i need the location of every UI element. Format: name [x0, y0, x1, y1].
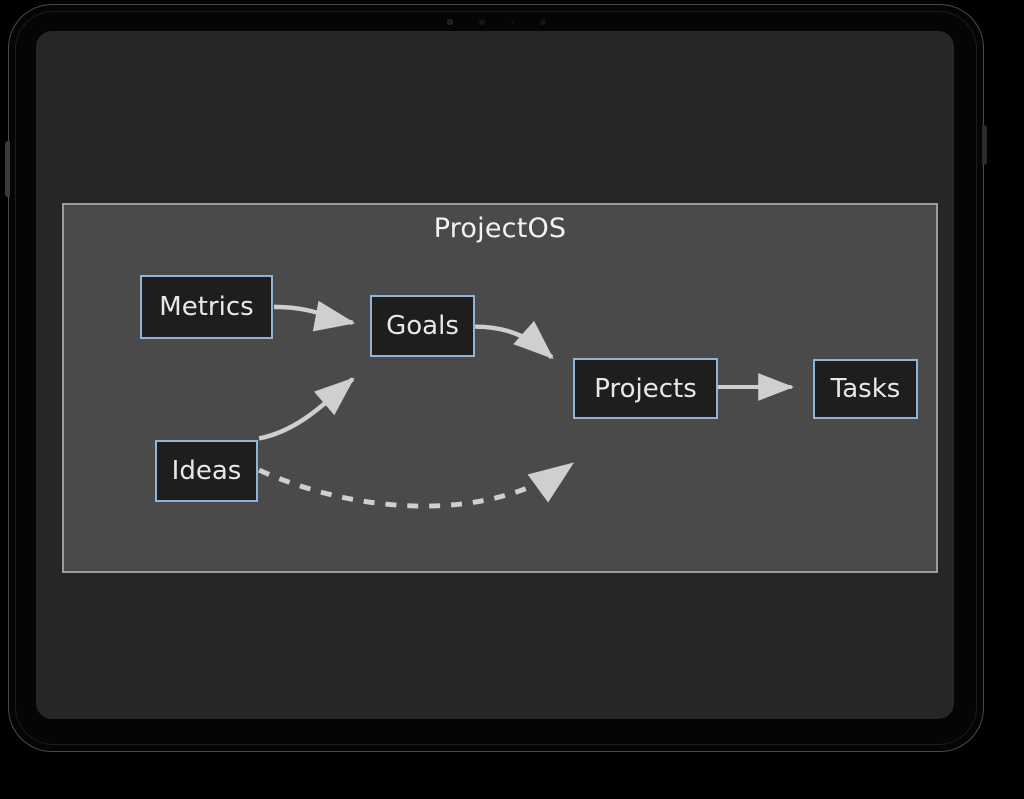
edge-ideas-to-goals: [258, 377, 355, 441]
volume-button[interactable]: [5, 141, 10, 197]
node-tasks-label: Tasks: [830, 374, 901, 404]
edge-metrics-to-goals: [274, 300, 356, 332]
diagram-edges: [258, 300, 795, 509]
projectos-diagram-panel: ProjectOS: [62, 203, 938, 573]
tablet-screen: ProjectOS: [36, 31, 954, 719]
node-ideas-label: Ideas: [171, 456, 242, 486]
edge-goals-to-projects: [475, 320, 554, 360]
node-goals-label: Goals: [386, 311, 459, 341]
node-metrics-label: Metrics: [159, 292, 254, 322]
page-title: ProjectOS: [433, 213, 567, 244]
proximity-sensor-icon: [510, 20, 514, 24]
node-projects-label: Projects: [594, 373, 697, 404]
infrared-sensor-icon: [539, 19, 546, 25]
front-camera-icon: [446, 19, 453, 25]
node-metrics[interactable]: Metrics: [140, 275, 273, 339]
node-ideas[interactable]: Ideas: [155, 440, 258, 502]
node-tasks[interactable]: Tasks: [813, 359, 918, 419]
sensor-cluster: [406, 15, 586, 29]
tablet-device: ProjectOS: [5, 4, 987, 752]
node-projects[interactable]: Projects: [573, 358, 718, 419]
ambient-light-sensor-icon: [478, 19, 485, 25]
node-goals[interactable]: Goals: [370, 295, 475, 357]
edge-ideas-to-projects-dashed: [258, 462, 575, 509]
power-button[interactable]: [982, 125, 987, 165]
